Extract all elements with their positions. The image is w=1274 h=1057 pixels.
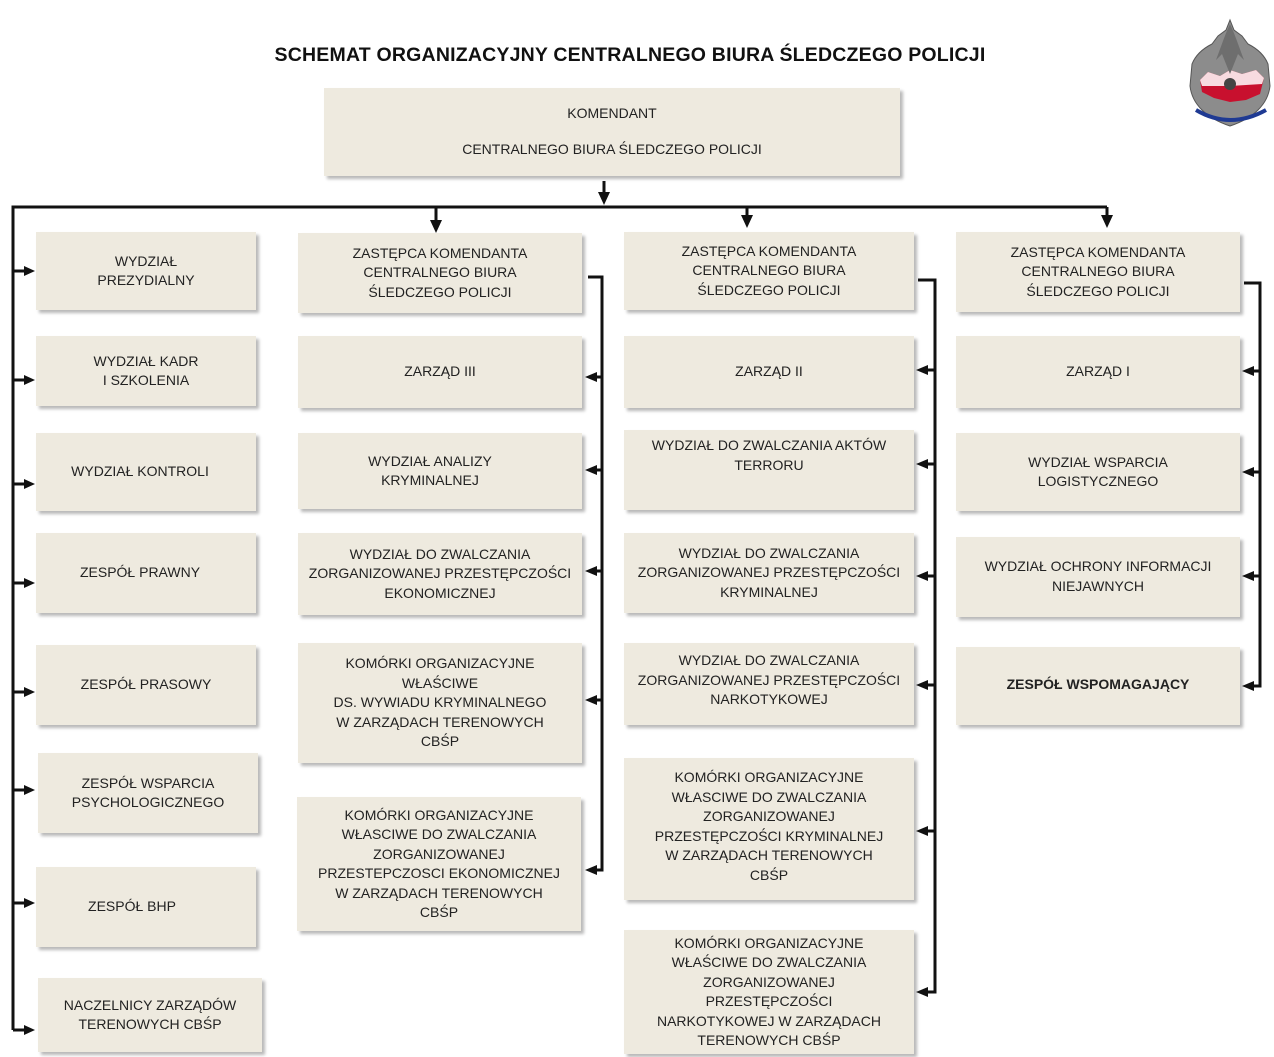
deputy-commander-box-4: ZASTĘPCA KOMENDANTA CENTRALNEGO BIURA ŚL… bbox=[956, 232, 1240, 312]
unit-komorki-przestepczosci-kryminalnej: KOMÓRKI ORGANIZACYJNE WŁASCIWE DO ZWALCZ… bbox=[624, 758, 914, 900]
unit-wydzial-kadr: WYDZIAŁ KADR I SZKOLENIA bbox=[36, 336, 256, 406]
unit-zespol-wsparcia-psychologicznego: ZESPÓŁ WSPARCIA PSYCHOLOGICZNEGO bbox=[38, 753, 258, 833]
unit-wydzial-ochrony-informacji: WYDZIAŁ OCHRONY INFORMACJI NIEJAWNYCH bbox=[956, 537, 1240, 617]
unit-zarzad-iii: ZARZĄD III bbox=[298, 336, 582, 408]
commander-title: KOMENDANT bbox=[567, 105, 657, 122]
unit-wydzial-wsparcia-logistycznego: WYDZIAŁ WSPARCIA LOGISTYCZNEGO bbox=[956, 433, 1240, 511]
unit-wydzial-przestepczosci-ekonomicznej: WYDZIAŁ DO ZWALCZANIA ZORGANIZOWANEJ PRZ… bbox=[298, 533, 582, 615]
unit-zespol-wspomagajacy: ZESPÓŁ WSPOMAGAJĄCY bbox=[956, 647, 1240, 725]
unit-wydzial-analizy-kryminalnej: WYDZIAŁ ANALIZY KRYMINALNEJ bbox=[298, 433, 582, 509]
commander-box: KOMENDANT CENTRALNEGO BIURA ŚLEDCZEGO PO… bbox=[324, 88, 900, 176]
unit-zespol-prasowy: ZESPÓŁ PRASOWY bbox=[36, 645, 256, 725]
unit-wydzial-prezydialny: WYDZIAŁ PREZYDIALNY bbox=[36, 232, 256, 310]
unit-komorki-przestepczosci-ekonomicznej: KOMÓRKI ORGANIZACYJNE WŁASCIWE DO ZWALCZ… bbox=[297, 797, 581, 931]
unit-wydzial-aktow-terroru: WYDZIAŁ DO ZWALCZANIA AKTÓW TERRORU bbox=[624, 430, 914, 510]
unit-wydzial-kontroli: WYDZIAŁ KONTROLI bbox=[36, 433, 256, 511]
unit-komorki-przestepczosci-narkotykowej: KOMÓRKI ORGANIZACYJNE WŁAŚCIWE DO ZWALCZ… bbox=[624, 930, 914, 1054]
unit-zarzad-ii: ZARZĄD II bbox=[624, 336, 914, 408]
unit-komorki-wywiadu-kryminalnego: KOMÓRKI ORGANIZACYJNE WŁAŚCIWE DS. WYWIA… bbox=[298, 643, 582, 763]
unit-wydzial-przestepczosci-narkotykowej: WYDZIAŁ DO ZWALCZANIA ZORGANIZOWANEJ PRZ… bbox=[624, 643, 914, 725]
police-emblem-logo bbox=[1189, 18, 1271, 127]
chart-title: SCHEMAT ORGANIZACYJNY CENTRALNEGO BIURA … bbox=[274, 44, 986, 66]
unit-zespol-bhp: ZESPÓŁ BHP bbox=[36, 867, 256, 947]
unit-zarzad-i: ZARZĄD I bbox=[956, 336, 1240, 408]
deputy-commander-box-2: ZASTĘPCA KOMENDANTA CENTRALNEGO BIURA ŚL… bbox=[298, 233, 582, 313]
unit-naczelnicy-zarzadow: NACZELNICY ZARZĄDÓW TERENOWYCH CBŚP bbox=[38, 978, 262, 1052]
deputy-commander-box-3: ZASTĘPCA KOMENDANTA CENTRALNEGO BIURA ŚL… bbox=[624, 232, 914, 310]
commander-subtitle: CENTRALNEGO BIURA ŚLEDCZEGO POLICJI bbox=[462, 141, 762, 158]
unit-zespol-prawny: ZESPÓŁ PRAWNY bbox=[36, 533, 256, 613]
unit-wydzial-przestepczosci-kryminalnej: WYDZIAŁ DO ZWALCZANIA ZORGANIZOWANEJ PRZ… bbox=[624, 533, 914, 613]
